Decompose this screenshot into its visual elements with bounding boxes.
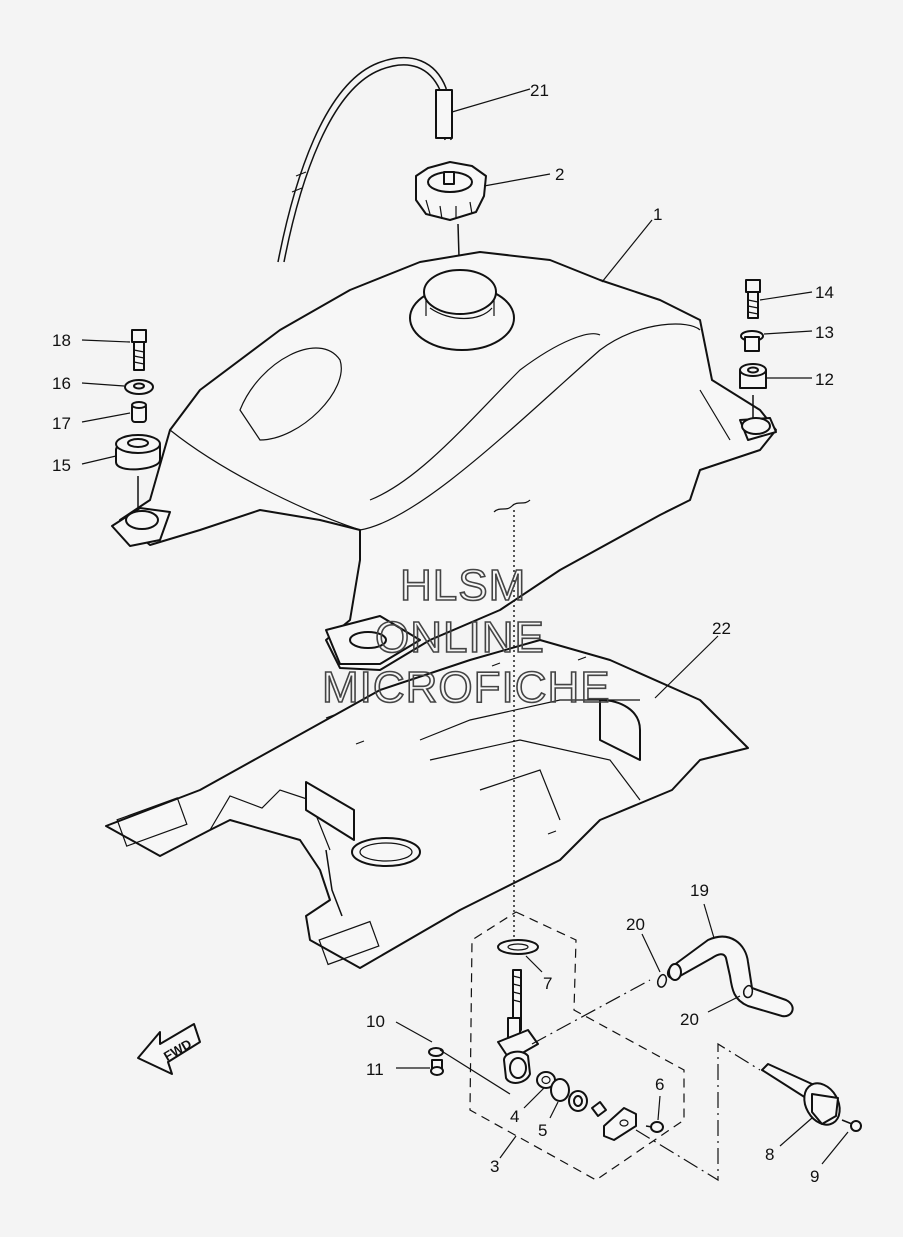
callout-1: 1: [653, 205, 662, 224]
callout-4: 4: [510, 1107, 519, 1126]
callout-6: 6: [655, 1075, 664, 1094]
damper-15[interactable]: [115, 434, 161, 510]
watermark-line-3: MICROFICHE: [322, 663, 611, 712]
callout-14: 14: [815, 283, 834, 302]
breather-hose-21[interactable]: [277, 57, 453, 263]
o-ring-5[interactable]: [550, 1078, 570, 1102]
screw-11[interactable]: [430, 1059, 444, 1076]
watermark: HLSM ONLINE MICROFICHE: [321, 560, 611, 713]
fuel-cap-2[interactable]: [415, 161, 487, 291]
watermark-line-2: ONLINE: [375, 613, 545, 662]
callout-20-lower: 20: [680, 1010, 699, 1029]
callout-16: 16: [52, 374, 71, 393]
leader-lines: [81, 88, 849, 1165]
watermark-line-1: HLSM: [400, 561, 526, 610]
callout-17: 17: [52, 414, 71, 433]
fuel-cock-assembly-outline: [469, 911, 685, 1181]
fuel-tank-1[interactable]: [111, 251, 777, 671]
callout-labels: 21 2 1 18 16 17 15 14 13 12 22 7 10 11 4…: [52, 81, 834, 1186]
callout-11: 11: [366, 1060, 384, 1079]
screw-6[interactable]: [645, 1121, 664, 1133]
bolt-18[interactable]: [131, 329, 147, 371]
fuel-cock-3[interactable]: [497, 969, 539, 1084]
collar-13[interactable]: [740, 330, 764, 352]
callout-7: 7: [543, 974, 552, 993]
callout-8: 8: [765, 1145, 774, 1164]
tank-cover-22[interactable]: [105, 639, 749, 969]
callout-10: 10: [366, 1012, 385, 1031]
callout-18: 18: [52, 331, 71, 350]
collar-17[interactable]: [131, 401, 147, 423]
callout-3: 3: [490, 1157, 499, 1176]
forward-direction-arrow-icon: FWD: [137, 1023, 201, 1075]
callout-19: 19: [690, 881, 709, 900]
callout-21: 21: [530, 81, 549, 100]
callout-22: 22: [712, 619, 731, 638]
screw-9[interactable]: [841, 1119, 862, 1132]
seal-parts[interactable]: [568, 1090, 637, 1141]
bolt-14[interactable]: [745, 279, 761, 319]
lever-8[interactable]: [761, 1063, 847, 1131]
gasket-7[interactable]: [497, 939, 539, 955]
washer-16[interactable]: [124, 379, 154, 395]
callout-5: 5: [538, 1121, 547, 1140]
callout-20-upper: 20: [626, 915, 645, 934]
callout-13: 13: [815, 323, 834, 342]
callout-2: 2: [555, 165, 564, 184]
callout-9: 9: [810, 1167, 819, 1186]
fuel-hose-19[interactable]: [666, 935, 794, 1018]
damper-12[interactable]: [739, 363, 767, 418]
clip-20-upper[interactable]: [656, 973, 668, 988]
callout-12: 12: [815, 370, 834, 389]
callout-15: 15: [52, 456, 71, 475]
washer-10[interactable]: [428, 1047, 444, 1057]
clip-20-lower[interactable]: [742, 984, 754, 999]
